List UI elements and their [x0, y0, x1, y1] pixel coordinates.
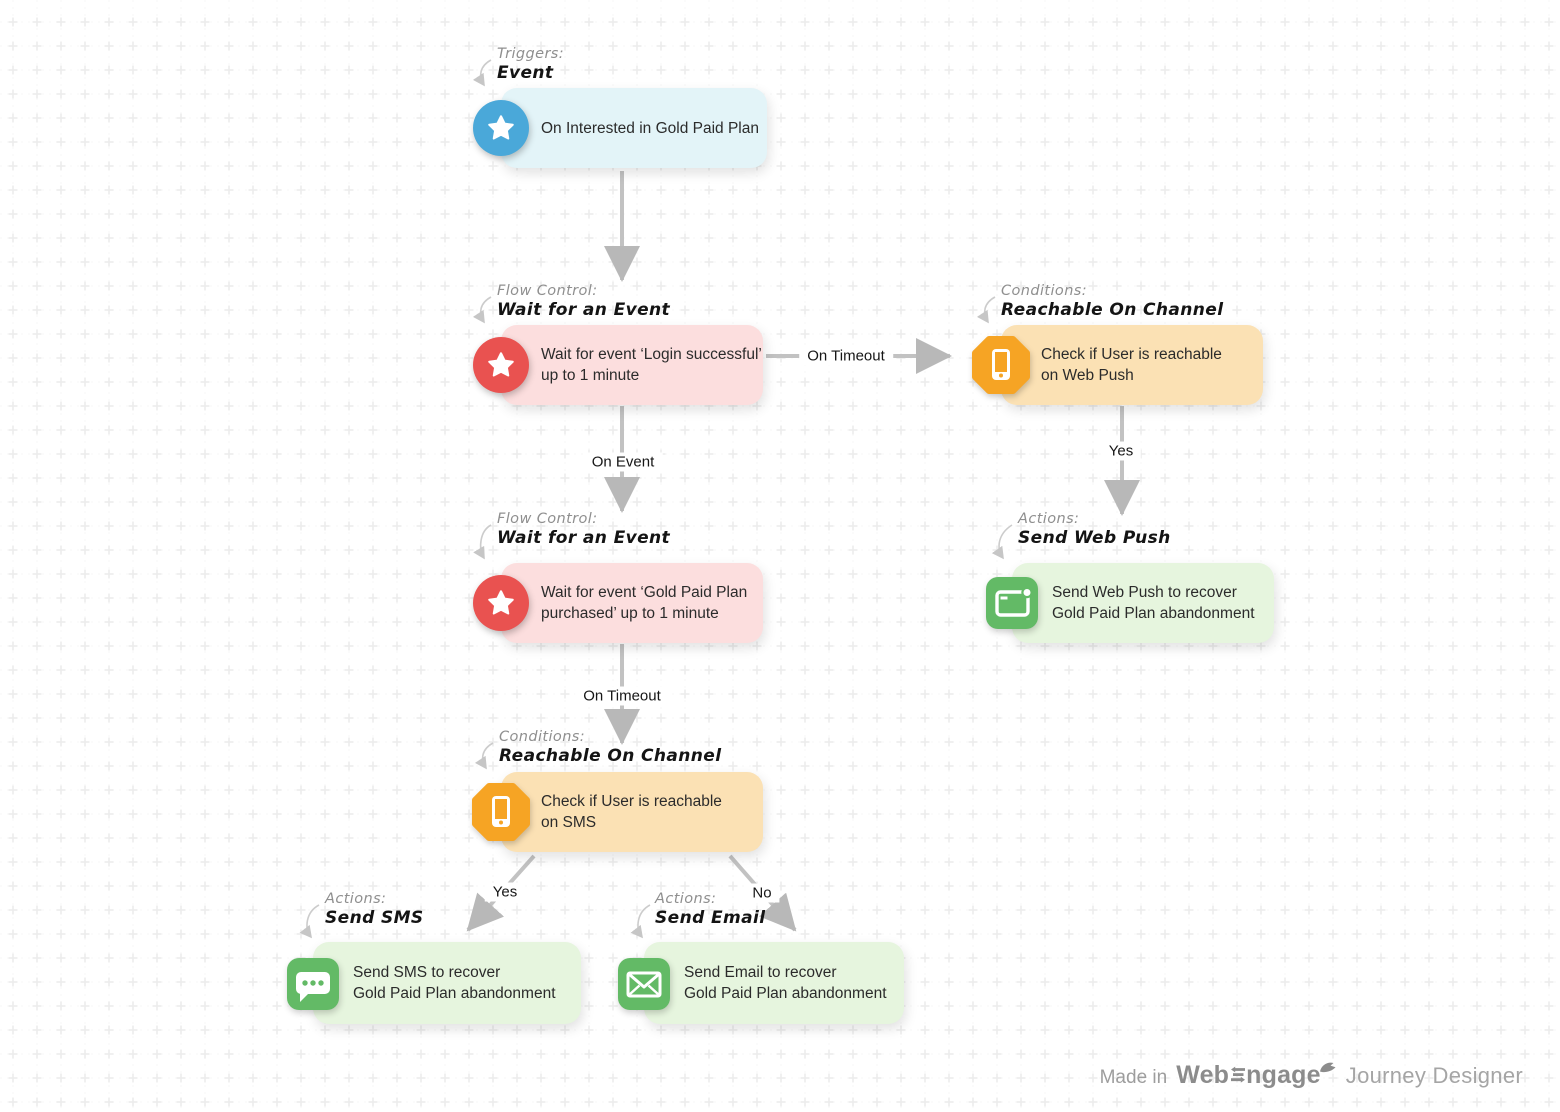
annotation-swoosh — [991, 524, 1013, 560]
node-text-line: Send SMS to recover — [353, 964, 501, 981]
star-icon — [473, 575, 529, 631]
annotation-condition-sms: Conditions: Reachable On Channel — [499, 729, 721, 766]
made-in-webengage-footer: Made in Web ngage Journey Designer — [1100, 1061, 1523, 1090]
webengage-e-icon — [1230, 1066, 1245, 1083]
annotation-type: Reachable On Channel — [499, 746, 722, 766]
node-text-line: Check if User is reachable — [1041, 346, 1222, 363]
node-send-email[interactable]: Send Email to recover Gold Paid Plan aba… — [644, 942, 904, 1024]
annotation-type: Wait for an Event — [497, 528, 671, 548]
annotation-type: Event — [497, 63, 554, 83]
footer-product: Journey Designer — [1345, 1063, 1523, 1088]
node-text-line: on Web Push — [1041, 367, 1134, 384]
annotation-category: Actions: — [325, 891, 387, 907]
chat-bubble-icon — [287, 958, 339, 1010]
annotation-wait-purchase: Flow Control: Wait for an Event — [497, 511, 670, 548]
webengage-logo: Web ngage — [1176, 1061, 1337, 1090]
annotation-type: Send Web Push — [1018, 528, 1171, 548]
browser-window-icon — [986, 577, 1038, 629]
annotation-send-email: Actions: Send Email — [655, 891, 765, 928]
node-text-line: Gold Paid Plan abandonment — [1052, 605, 1255, 622]
star-icon — [473, 337, 529, 393]
node-text-line: Gold Paid Plan abandonment — [353, 985, 556, 1002]
node-condition-sms[interactable]: Check if User is reachable on SMS — [501, 772, 763, 852]
star-icon — [473, 100, 529, 156]
edge-label-yes: Yes — [484, 882, 526, 902]
node-text-line: on SMS — [541, 814, 597, 831]
mobile-phone-icon — [469, 780, 533, 844]
annotation-category: Actions: — [1018, 511, 1080, 527]
node-condition-webpush[interactable]: Check if User is reachable on Web Push — [1001, 325, 1263, 405]
annotation-swoosh — [472, 296, 492, 324]
node-text-line: Send Email to recover — [684, 964, 837, 981]
annotation-category: Triggers: — [497, 46, 565, 62]
footer-made-in: Made in — [1099, 1067, 1168, 1088]
node-text-line: On Interested in Gold Paid Plan — [541, 119, 759, 137]
edge-label-on-event: On Event — [583, 452, 663, 472]
node-text-line: purchased’ up to 1 minute — [541, 605, 719, 622]
node-text-line: up to 1 minute — [541, 367, 640, 384]
annotation-category: Conditions: — [1001, 283, 1088, 299]
annotation-trigger: Triggers: Event — [497, 46, 564, 83]
annotation-swoosh — [473, 524, 492, 560]
annotation-swoosh — [630, 904, 651, 939]
annotation-category: Actions: — [655, 891, 717, 907]
node-wait-purchase[interactable]: Wait for event ‘Gold Paid Plan purchased… — [501, 563, 763, 643]
edge-label-yes: Yes — [1100, 441, 1142, 461]
annotation-category: Flow Control: — [497, 283, 598, 299]
annotation-wait-login: Flow Control: Wait for an Event — [497, 283, 670, 320]
node-text-line: Gold Paid Plan abandonment — [684, 985, 887, 1002]
node-wait-login[interactable]: Wait for event ‘Login successful’ up to … — [501, 325, 763, 405]
brand-web: Web — [1176, 1061, 1230, 1089]
annotation-swoosh — [474, 742, 494, 770]
annotation-condition-webpush: Conditions: Reachable On Channel — [1001, 283, 1223, 320]
mobile-phone-icon — [969, 333, 1033, 397]
annotation-category: Flow Control: — [497, 511, 598, 527]
annotation-swoosh — [472, 59, 492, 87]
node-text-line: Wait for event ‘Gold Paid Plan — [541, 584, 748, 601]
annotation-type: Reachable On Channel — [1001, 300, 1224, 320]
node-text-line: Wait for event ‘Login successful’ — [541, 346, 762, 363]
edge-label-on-timeout: On Timeout — [799, 346, 893, 366]
node-send-webpush[interactable]: Send Web Push to recover Gold Paid Plan … — [1012, 563, 1274, 643]
annotation-type: Wait for an Event — [497, 300, 671, 320]
annotation-send-sms: Actions: Send SMS — [325, 891, 424, 928]
annotation-send-webpush: Actions: Send Web Push — [1018, 511, 1171, 548]
node-send-sms[interactable]: Send SMS to recover Gold Paid Plan aband… — [313, 942, 581, 1024]
annotation-category: Conditions: — [499, 729, 586, 745]
edge-label-on-timeout: On Timeout — [575, 686, 669, 706]
annotation-swoosh — [976, 296, 996, 324]
envelope-icon — [618, 958, 670, 1010]
annotation-type: Send Email — [655, 908, 766, 928]
node-trigger-event[interactable]: On Interested in Gold Paid Plan — [501, 88, 767, 168]
brand-ngage: ngage — [1246, 1061, 1321, 1089]
annotation-swoosh — [299, 904, 320, 939]
annotation-type: Send SMS — [325, 908, 424, 928]
node-text-line: Check if User is reachable — [541, 793, 722, 810]
bird-icon — [1319, 1062, 1336, 1073]
node-text-line: Send Web Push to recover — [1052, 584, 1237, 601]
edge-label-no: No — [744, 883, 780, 903]
